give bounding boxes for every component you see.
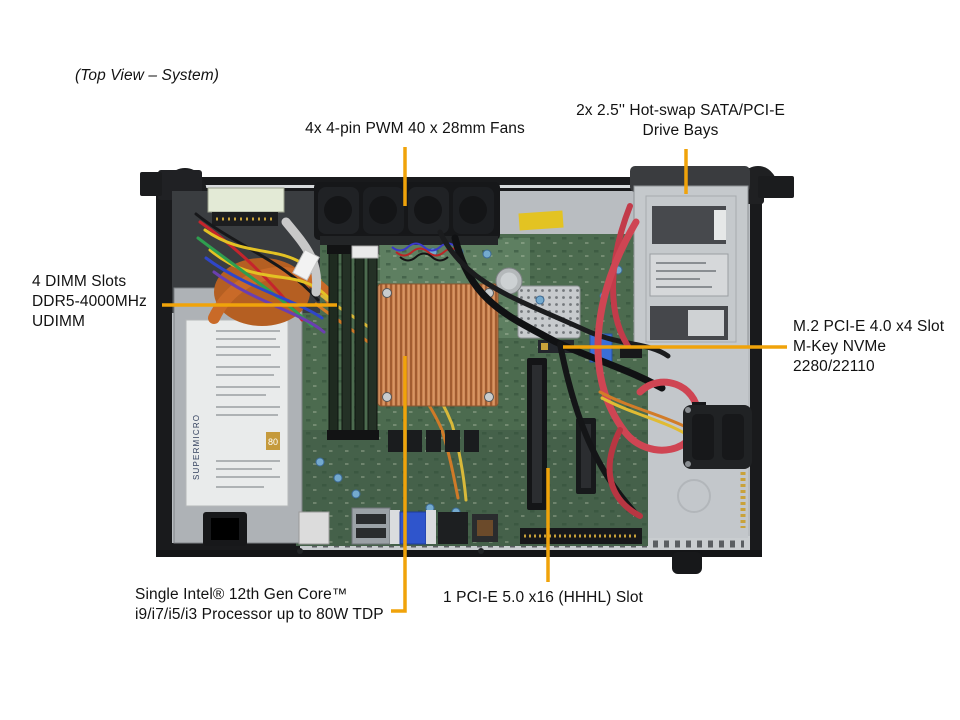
drive-bays-label: 2x 2.5'' Hot-swap SATA/PCI-E Drive Bays bbox=[553, 101, 808, 141]
fan-header bbox=[351, 245, 379, 259]
drive-label-lines bbox=[656, 262, 716, 288]
blue-wire bbox=[204, 256, 324, 320]
io-bracket-1 bbox=[390, 510, 400, 544]
copper-fins bbox=[377, 283, 499, 407]
serial-port-inner bbox=[477, 520, 493, 536]
chassis-bottom-rim bbox=[156, 550, 762, 557]
drive-bay-cage bbox=[630, 166, 750, 349]
chassis-screw-1 bbox=[297, 548, 303, 554]
rear-fan-vent-2 bbox=[722, 414, 744, 460]
power-switch-connector bbox=[298, 511, 330, 545]
drive-bays-label-line1: 2x 2.5'' Hot-swap SATA/PCI-E bbox=[576, 102, 785, 119]
psu-label-textlines bbox=[216, 330, 280, 488]
pcie-label-line1: 1 PCI-E 5.0 x16 (HHHL) Slot bbox=[443, 589, 643, 606]
secondary-slot-key bbox=[581, 424, 591, 488]
dimm-slot-2 bbox=[341, 245, 352, 439]
sata-connector-1 bbox=[620, 346, 642, 358]
bay-sticker bbox=[714, 210, 726, 240]
dimm-label-line1: 4 DIMM Slots bbox=[32, 273, 127, 290]
psu-wire-harness bbox=[194, 212, 468, 502]
pdb-pcb bbox=[207, 187, 285, 213]
warning-sticker bbox=[518, 210, 564, 231]
drive-bays-label-line2: Drive Bays bbox=[642, 122, 719, 139]
rear-io-ports bbox=[297, 507, 498, 554]
fans-label: 4x 4-pin PWM 40 x 28mm Fans bbox=[295, 119, 535, 139]
cable-tag bbox=[292, 249, 320, 281]
orange-wire-right bbox=[598, 390, 690, 430]
fan-hubs bbox=[324, 196, 487, 224]
sata-cable-3 bbox=[606, 427, 643, 519]
cpu-label-line2: i9/i7/i5/i3 Processor up to 80W TDP bbox=[135, 606, 384, 623]
sata-cable-1 bbox=[610, 203, 635, 355]
cmos-battery-top bbox=[500, 272, 518, 290]
pcie-label: 1 PCI-E 5.0 x16 (HHHL) Slot bbox=[443, 588, 643, 608]
rear-fan-screw-2 bbox=[685, 461, 691, 467]
usb-lan-block bbox=[351, 507, 391, 545]
cpu-label-line1: Single Intel® 12th Gen Core™ bbox=[135, 586, 348, 603]
power-supply: SUPERMICRO 80 bbox=[172, 191, 330, 546]
psu-brand-text: SUPERMICRO bbox=[192, 414, 201, 480]
bay-window-1 bbox=[652, 206, 726, 244]
dimm-slot-1 bbox=[328, 245, 339, 439]
cpu-label: Single Intel® 12th Gen Core™ i9/i7/i5/i3… bbox=[135, 585, 384, 625]
floor-stamp bbox=[677, 479, 711, 513]
lan-port bbox=[438, 512, 468, 544]
leader-lines bbox=[162, 147, 787, 613]
m2-label-line3: 2280/22110 bbox=[793, 358, 875, 375]
dimm-slot-3 bbox=[354, 245, 365, 439]
cpu-leader-line bbox=[391, 356, 407, 613]
io-bracket-2 bbox=[426, 510, 436, 544]
sata-cable-2 bbox=[594, 218, 702, 454]
orange-wire-to-board bbox=[314, 302, 460, 500]
heatsink-screw-4 bbox=[484, 392, 494, 402]
figure-title: (Top View – System) bbox=[75, 67, 220, 84]
heatsink-screw-3 bbox=[382, 392, 392, 402]
chassis-screw-2 bbox=[478, 548, 484, 554]
dimm-slot-4 bbox=[367, 245, 378, 439]
rear-fan-vent-1 bbox=[692, 414, 714, 460]
fan-bank bbox=[314, 182, 564, 262]
psu-label bbox=[185, 319, 289, 507]
m2-slot-key bbox=[541, 343, 548, 350]
bay-frame bbox=[645, 195, 737, 343]
usb-port-2 bbox=[356, 528, 386, 538]
m2-label-line2: M-Key NVMe bbox=[793, 338, 887, 355]
power-distribution-board bbox=[207, 187, 285, 226]
usb-port-1 bbox=[356, 514, 386, 524]
rear-fan-screw-1 bbox=[685, 407, 691, 413]
bay-window-2-drive bbox=[649, 253, 729, 297]
heatsink-screw-1 bbox=[382, 288, 392, 298]
ac-inlet-socket bbox=[211, 518, 239, 540]
psu-80plus-badge bbox=[266, 432, 280, 450]
bay-window-3-label bbox=[688, 310, 724, 336]
black-cable-3 bbox=[557, 341, 639, 517]
left-ear-tab bbox=[140, 172, 162, 196]
pdb-connector bbox=[212, 212, 278, 226]
fan-flange bbox=[320, 236, 498, 245]
pcie-x16-slot-key bbox=[532, 365, 542, 503]
dimm-slots bbox=[327, 244, 379, 440]
dimm-label-line2: DDR5-4000MHz bbox=[32, 293, 147, 310]
yellow-wire-right bbox=[600, 396, 688, 436]
cpu-heatsink bbox=[377, 283, 499, 407]
right-ear-tab bbox=[758, 176, 794, 198]
dimm-label: 4 DIMM Slots DDR5-4000MHz UDIMM bbox=[32, 272, 147, 332]
black-wire bbox=[194, 212, 320, 302]
m2-label: M.2 PCI-E 4.0 x4 Slot M-Key NVMe 2280/22… bbox=[793, 317, 944, 377]
vrm-chokes bbox=[388, 430, 479, 452]
chassis-foot bbox=[672, 552, 702, 574]
rear-fan bbox=[683, 405, 752, 469]
psu-80plus-text: 80 bbox=[268, 437, 278, 447]
dimm-label-line3: UDIMM bbox=[32, 313, 86, 330]
black-cable-1 bbox=[451, 234, 666, 392]
fans-label-line1: 4x 4-pin PWM 40 x 28mm Fans bbox=[305, 120, 525, 137]
m2-label-line1: M.2 PCI-E 4.0 x4 Slot bbox=[793, 318, 945, 335]
